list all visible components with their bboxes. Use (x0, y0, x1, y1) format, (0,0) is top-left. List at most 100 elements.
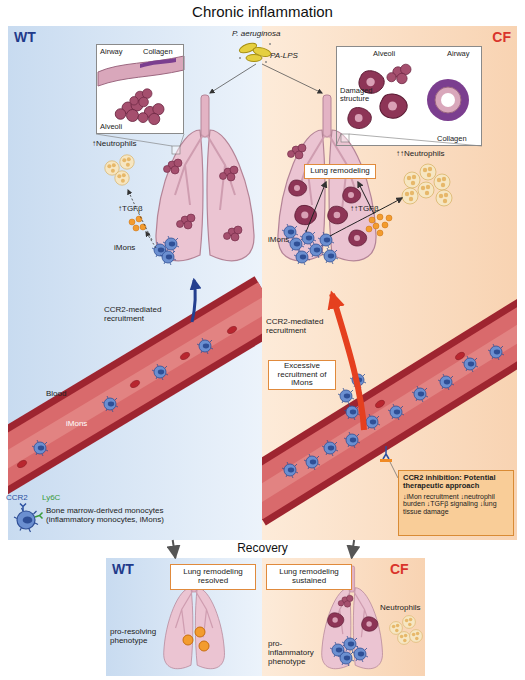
blood-vessel (438, 374, 454, 390)
illustration (373, 223, 379, 229)
blood-vessel (488, 344, 504, 360)
illustration (130, 89, 152, 107)
illustration (369, 217, 375, 223)
receptor-label: CCR2 (6, 494, 36, 503)
illustration (410, 630, 423, 643)
cell-label: ↑TGFβ (118, 205, 158, 214)
illustration (403, 616, 416, 629)
effect-arrow (306, 182, 326, 232)
node-text: ↓iMon recruitment ↓neutrophil burden ↓TG… (403, 493, 509, 516)
illustration (362, 617, 378, 632)
process-label: CCR2-mediated recruitment (266, 318, 326, 336)
cell-label: iMons (66, 420, 96, 429)
blood-vessel (197, 338, 213, 354)
blood-vessel (179, 351, 191, 361)
blood-vessel (32, 440, 48, 456)
illustration (420, 164, 436, 180)
node-text: CCR2 inhibition: Potential therapeutic a… (403, 474, 509, 491)
airway-tube (98, 56, 184, 86)
zoom-inset: AlveoliDamaged structure AirwayCollagen (336, 46, 482, 146)
illustration (398, 632, 411, 645)
airway-cross-section (427, 79, 469, 121)
illustration (220, 166, 239, 181)
illustration (177, 214, 196, 229)
node-text: Collagen (143, 48, 183, 56)
bacteria (246, 55, 262, 62)
illustration (386, 215, 392, 221)
airway-cross-section (441, 93, 455, 107)
illustration (418, 182, 434, 198)
illustration (352, 646, 368, 662)
illustration (136, 216, 142, 222)
airway-tube (140, 58, 176, 68)
illustration (318, 232, 334, 248)
illustration (288, 236, 304, 252)
cell-label: ↑Neutrophils (92, 140, 152, 149)
cell-label: Neutrophils (380, 604, 424, 613)
cell-label: ↑↑TGFβ (350, 205, 390, 214)
bacteria (269, 43, 271, 45)
blood-vessel (322, 440, 338, 456)
pro-resolving-cell (195, 627, 205, 637)
zoom-inset: AirwayCollagenAlveoli (96, 44, 184, 134)
node-text: CF (477, 30, 511, 45)
node-text: Excessive recruitment of iMons (271, 362, 333, 388)
blood-vessel (462, 356, 478, 372)
process-box: Lung remodeling resolved (170, 564, 256, 590)
node-text: Airway (100, 48, 140, 56)
blood-vessel (304, 454, 320, 470)
blood-vessel (16, 459, 28, 469)
zoom-leader (341, 134, 349, 142)
blood-vessel (102, 396, 118, 412)
node-text: Alveoli (100, 123, 140, 131)
process-box: Lung remodeling (304, 164, 376, 179)
illustration (140, 224, 146, 230)
node-text: WT (14, 30, 54, 45)
blood-vessel (388, 404, 404, 420)
receptor-label: Ly6C (42, 494, 72, 503)
illustration (115, 171, 129, 185)
illustration (436, 190, 452, 206)
node-text: Alveoli (373, 50, 413, 58)
illustration (380, 94, 407, 118)
blood-vessel (344, 432, 360, 448)
node-text: Damaged structure (340, 87, 384, 104)
node-text: Collagen (437, 135, 481, 143)
blood-vessel (454, 351, 466, 361)
node-text: WT (112, 562, 142, 577)
airway-cross-section (427, 79, 469, 121)
section-heading: Recovery (200, 542, 325, 555)
illustration (133, 225, 139, 231)
organism-label: P. aeruginosa (232, 30, 302, 39)
node-text: Lung remodeling sustained (269, 568, 349, 586)
cell-label: iMons (268, 236, 298, 245)
node-text: Airway (447, 50, 481, 58)
cell-label: iMons (114, 244, 144, 253)
zoom-leader (336, 134, 482, 146)
illustration (349, 230, 367, 246)
illustration (404, 172, 420, 188)
tissue-label: Blood (46, 390, 86, 399)
inset-background (336, 46, 482, 146)
illustration (343, 187, 361, 203)
bacteria (239, 57, 241, 59)
inset-background (96, 44, 184, 134)
illustration (338, 595, 353, 607)
flow-arrow (173, 540, 176, 558)
key-label: Bone marrow-derived monocytes (inflammat… (46, 507, 196, 525)
pro-resolving-cell (199, 641, 209, 651)
blood-vessel (152, 364, 168, 380)
blood-vessel (226, 325, 238, 335)
blood-vessel (129, 379, 141, 389)
illustration (434, 174, 450, 190)
airway-tube (98, 56, 184, 86)
illustration (344, 404, 360, 420)
process-box: Excessive recruitment of iMons (268, 360, 336, 390)
blood-vessel (412, 386, 428, 402)
process-box: Lung remodeling sustained (266, 564, 352, 590)
phenotype-label: pro-inflammatory phenotype (268, 640, 320, 666)
airway-cross-section (435, 87, 461, 113)
stimulus-label: PA-LPS (270, 52, 310, 61)
diagram-title: Chronic inflammation (0, 3, 525, 20)
